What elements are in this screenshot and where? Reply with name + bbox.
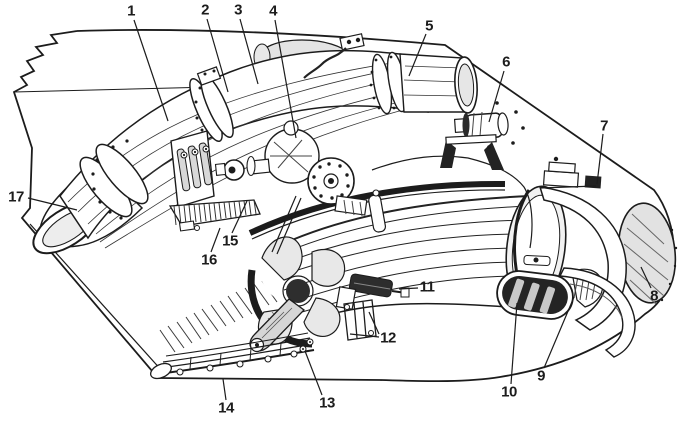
end-flange-bolts bbox=[369, 55, 396, 110]
impeller-hub bbox=[286, 279, 310, 303]
leader-12 bbox=[368, 311, 380, 335]
grille-bolts bbox=[176, 350, 298, 376]
grille-rear-clamp bbox=[299, 338, 314, 353]
clamp-bolts bbox=[194, 69, 216, 132]
gearbox-top-cap bbox=[283, 120, 299, 136]
discharge-pipe bbox=[32, 33, 478, 255]
cover-rim-dots bbox=[660, 228, 678, 302]
bracket-bolt-2 bbox=[355, 37, 361, 43]
impeller-blade-upper-left bbox=[261, 236, 303, 281]
outlet-casing bbox=[538, 186, 627, 331]
mount-bracket bbox=[168, 130, 261, 232]
pipe-mouth-inner bbox=[457, 63, 475, 107]
impeller-blade-upper-right bbox=[311, 248, 346, 287]
leader-4 bbox=[274, 19, 297, 139]
rod-clevis bbox=[400, 287, 410, 298]
joint-hole bbox=[228, 166, 236, 174]
grille-slat-1 bbox=[508, 278, 525, 308]
motor-end-cap bbox=[497, 112, 509, 136]
gearbox bbox=[214, 120, 368, 255]
leader-7 bbox=[596, 133, 604, 185]
leader-1 bbox=[133, 19, 169, 122]
bracket-foot bbox=[178, 220, 196, 232]
control-rod bbox=[368, 155, 533, 249]
leader-17 bbox=[27, 197, 78, 211]
grille-bar-3 bbox=[162, 337, 311, 363]
electric-motor bbox=[440, 101, 525, 170]
motor-collar bbox=[462, 113, 470, 137]
steering-actuator bbox=[335, 273, 410, 341]
leader-lines bbox=[27, 18, 652, 401]
link-pin-2 bbox=[368, 330, 374, 336]
leader-14 bbox=[222, 378, 227, 401]
cylinder-highlight bbox=[353, 282, 391, 290]
impeller bbox=[247, 236, 346, 353]
drive-strut bbox=[271, 195, 302, 255]
disc-bolt-circle bbox=[312, 162, 350, 200]
leader-10 bbox=[510, 302, 518, 385]
bearing-fins bbox=[343, 199, 363, 217]
clamp-eye bbox=[372, 189, 380, 197]
outlet-assembly bbox=[496, 156, 678, 358]
elbow-flange-bolts bbox=[91, 139, 129, 220]
intake-grille bbox=[150, 332, 315, 380]
deflector-scoop bbox=[558, 267, 636, 358]
outlet-top-mount bbox=[539, 156, 602, 189]
end-cap-hatch bbox=[573, 273, 597, 301]
scoop-inner-line bbox=[569, 283, 623, 319]
bearing-housing bbox=[334, 195, 368, 216]
grille-ticks bbox=[189, 339, 302, 370]
motor-bracket-bar bbox=[445, 134, 497, 145]
linkage-frame bbox=[343, 299, 377, 341]
leader-6 bbox=[488, 70, 505, 123]
reverse-grille bbox=[496, 270, 574, 320]
leader-12-2 bbox=[349, 333, 380, 338]
wedge-hatch bbox=[173, 199, 257, 226]
foot-bolt bbox=[194, 225, 200, 231]
end-cylinder-shading bbox=[403, 65, 463, 97]
grille-front-cap bbox=[150, 362, 172, 380]
grille-bar-2 bbox=[159, 343, 313, 369]
leader-8 bbox=[640, 266, 652, 289]
grille-slat-2 bbox=[523, 282, 540, 311]
loose-bolt-dots bbox=[487, 101, 525, 149]
leader-16 bbox=[210, 227, 221, 253]
leader-15 bbox=[231, 200, 248, 234]
joint-yoke bbox=[214, 162, 227, 176]
cone-hatch bbox=[261, 307, 293, 339]
motor-bands bbox=[471, 111, 483, 138]
plate-slots bbox=[176, 142, 213, 192]
grille-slat-3 bbox=[539, 286, 556, 314]
impeller-blade-right bbox=[303, 297, 341, 338]
grille-bar-4 bbox=[165, 332, 309, 357]
disc-hub-center bbox=[328, 178, 334, 184]
cover-hatch bbox=[623, 213, 669, 305]
leader-9 bbox=[543, 296, 575, 369]
hull-contour bbox=[12, 29, 675, 383]
leader-13 bbox=[304, 350, 323, 396]
cone-tip-bolt bbox=[255, 343, 259, 347]
leader-3 bbox=[239, 18, 259, 85]
leader-11 bbox=[398, 287, 419, 290]
coupling-disc bbox=[246, 155, 256, 177]
leader-5 bbox=[408, 33, 427, 77]
duct-body bbox=[249, 183, 562, 322]
housing-ribs bbox=[270, 139, 312, 173]
bracket-strap bbox=[303, 47, 347, 79]
leader-2 bbox=[206, 18, 229, 93]
elbow-flange-front bbox=[95, 143, 149, 205]
bracket-bolt-1 bbox=[346, 39, 352, 45]
link-pin-1 bbox=[344, 304, 350, 310]
duct-bottom-fixture bbox=[523, 254, 551, 267]
